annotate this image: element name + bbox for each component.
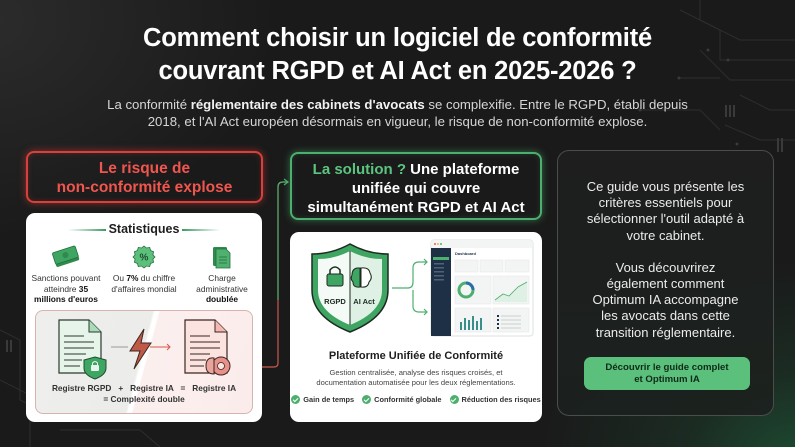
discover-guide-button[interactable]: Découvrir le guide complet et Optimum IA — [584, 357, 750, 390]
guide-paragraph-1: Ce guide vous présente les critères esse… — [586, 179, 745, 243]
cta-label-line-2: et Optimum IA — [634, 373, 700, 385]
documents-icon — [213, 247, 231, 269]
stat-text: Charge administrative — [196, 273, 248, 294]
brain-icon — [350, 267, 372, 288]
risk-heading-box: Le risque de non-conformité explose — [26, 151, 263, 203]
divider — [68, 229, 106, 231]
stat-text: Sanctions pouvant atteindre — [31, 273, 101, 294]
risk-heading-line-1: Le risque de — [98, 160, 191, 177]
title-line-1: Comment choisir un logiciel de conformit… — [143, 24, 652, 52]
solution-text-3: simultanément RGPD et AI Act — [307, 199, 525, 216]
stat-sanctions: Sanctions pouvant atteindre 35 millions … — [28, 245, 104, 305]
intro-line-2: 2018, et l'AI Act européen désormais en … — [147, 114, 648, 129]
complexity-result: = Complexité double — [103, 394, 185, 404]
intro-paragraph: La conformité réglementaire des cabinets… — [0, 96, 795, 130]
gdpr-document-icon — [58, 319, 107, 380]
platform-title: Plateforme Unifiée de Conformité — [328, 350, 504, 362]
register-illustration — [58, 319, 231, 380]
guide-paragraph-2: Vous découvrirez également comment Optim… — [592, 259, 739, 340]
platform-description-line-2: documentation automatisée pour les deux … — [316, 378, 516, 387]
solution-accent: La solution ? — [312, 161, 406, 178]
benefit-label: Gain de temps — [303, 395, 355, 404]
stat-turnover: % Ou 7% du chiffre d'affaires mondial — [106, 245, 182, 294]
intro-bold-text: réglementaire des cabinets d'avocats — [190, 97, 425, 112]
benefit-item: Réduction des risques — [449, 395, 541, 404]
dashboard-title: Dashboard — [455, 251, 476, 256]
benefit-item: Conformité globale — [362, 395, 442, 404]
money-icon — [52, 245, 80, 267]
solution-text-2: unifiée qui couvre — [351, 180, 481, 197]
stat-text: du chiffre d'affaires mondial — [111, 273, 177, 294]
benefit-label: Conformité globale — [374, 395, 442, 404]
percent-badge-icon: % — [132, 245, 156, 269]
check-icon — [362, 395, 372, 404]
solution-heading-box: La solution ? Une plateforme unifiée qui… — [290, 152, 542, 220]
title-line-2: couvrant RGPD et AI Act en 2025-2026 ? — [158, 57, 637, 85]
platform-description-line-1: Gestion centralisée, analyse des risques… — [329, 368, 503, 377]
lock-icon — [326, 273, 344, 287]
register-comparison-panel: Registre RGPD + Registre IA = Registre I… — [35, 310, 253, 414]
platform-card: RGPD AI Act Dashboard P — [290, 232, 542, 422]
statistics-card: Statistiques Sanctions pouvant atteindre… — [26, 213, 262, 422]
register-equation: Registre RGPD + Registre IA = Registre I… — [51, 383, 237, 393]
stat-value: doublée — [205, 294, 239, 304]
guide-text: Ce guide vous présente les critères esse… — [558, 179, 773, 341]
benefit-item: Gain de temps — [291, 395, 354, 404]
platform-illustration: RGPD AI Act Dashboard — [311, 239, 534, 337]
intro-text: La conformité — [107, 97, 191, 112]
shield-label-rgpd: RGPD — [324, 297, 346, 306]
shield-icon — [311, 243, 389, 333]
intro-text-2: se complexifie. Entre le RGPD, établi de… — [424, 97, 688, 112]
risk-heading-line-2: non-conformité explose — [56, 179, 233, 196]
stat-text: Ou — [112, 273, 127, 283]
check-icon — [291, 395, 301, 404]
benefit-label: Réduction des risques — [461, 395, 541, 404]
guide-card: Ce guide vous présente les critères esse… — [557, 150, 774, 416]
page-title: Comment choisir un logiciel de conformit… — [0, 22, 795, 88]
statistics-title: Statistiques — [108, 222, 180, 236]
stat-value: 35 millions d'euros — [34, 283, 98, 305]
stat-value: 7% — [126, 273, 139, 283]
check-icon — [449, 395, 459, 404]
svg-text:%: % — [140, 253, 149, 264]
solution-text: Une plateforme — [405, 161, 520, 178]
cta-label-line-1: Découvrir le guide complet — [605, 361, 729, 373]
stat-admin-burden: Charge administrative doublée — [184, 245, 260, 305]
shield-label-ai-act: AI Act — [353, 297, 375, 306]
benefits-list: Gain de temps Conformité globale Réducti… — [290, 395, 542, 404]
register-caption: Registre RGPD + Registre IA = Registre I… — [36, 383, 252, 405]
ai-register-document-icon — [184, 319, 231, 376]
platform-description: Gestion centralisée, analyse des risques… — [290, 368, 542, 388]
lightning-icon — [129, 328, 152, 370]
dashboard-mockup: Dashboard — [430, 239, 534, 337]
